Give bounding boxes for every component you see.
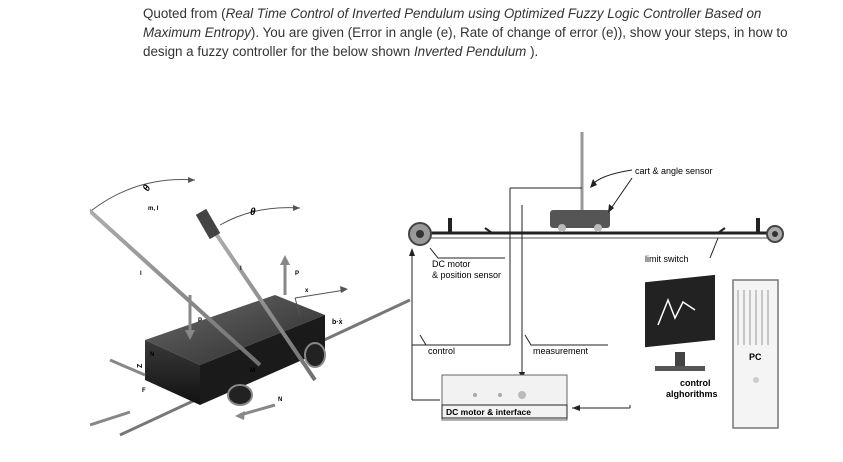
paper-title: Real Time Control of Inverted Pendulum u… xyxy=(143,6,762,40)
cart xyxy=(550,210,610,228)
label-bx: b·ẋ xyxy=(332,319,343,326)
label-limit-switch: limit switch xyxy=(645,254,689,264)
label-position-sensor: & position sensor xyxy=(432,270,501,280)
label-n-1: N xyxy=(150,352,154,358)
label-theta-1: θ xyxy=(141,183,154,194)
cart-top xyxy=(145,295,325,365)
cart-side xyxy=(145,340,200,405)
label-l-1: l xyxy=(140,271,142,277)
label-control: control xyxy=(428,346,455,356)
label-control-algorithms-2: alghorithms xyxy=(666,389,718,399)
question-suffix: ). xyxy=(526,44,539,59)
monitor xyxy=(645,274,715,348)
cart-front xyxy=(200,315,325,405)
pendulum-cart-figure: θ m, I θ l l x b·ẋ P P N N M F Z xyxy=(90,177,411,437)
question-text: Quoted from (Real Time Control of Invert… xyxy=(143,4,823,61)
label-f: F xyxy=(142,388,146,394)
question-prefix: Quoted from ( xyxy=(143,6,226,21)
label-pc: PC xyxy=(749,352,762,362)
interface-box xyxy=(441,374,568,421)
label-control-algorithms-1: control xyxy=(680,378,711,388)
label-l-2: l xyxy=(240,266,242,272)
pendulum-rod-1 xyxy=(90,208,262,367)
label-m: M xyxy=(250,368,255,374)
label-p-2: P xyxy=(295,271,299,277)
pendulum-mass-2 xyxy=(195,208,221,240)
label-cart-sensor: cart & angle sensor xyxy=(635,166,713,176)
wheel-1 xyxy=(227,384,253,406)
label-x: x xyxy=(305,288,309,294)
label-theta-2: θ xyxy=(250,207,256,218)
question-body: ). You are given (Error in angle (e), Ra… xyxy=(143,25,788,59)
wheel-2 xyxy=(304,342,326,368)
pendulum-rod-2 xyxy=(208,223,317,382)
label-n-2: N xyxy=(278,397,282,403)
label-z: Z xyxy=(137,363,144,368)
label-measurement: measurement xyxy=(533,346,589,356)
label-interface: DC motor & interface xyxy=(446,407,531,417)
label-mass: m, I xyxy=(148,206,159,212)
label-dc-motor: DC motor xyxy=(432,259,471,269)
subject-name: Inverted Pendulum xyxy=(413,44,527,59)
setup-diagram: cart & angle sensor limit switch DC moto… xyxy=(408,132,784,429)
label-p-1: P xyxy=(198,318,202,324)
swing-arc-2 xyxy=(219,207,301,226)
